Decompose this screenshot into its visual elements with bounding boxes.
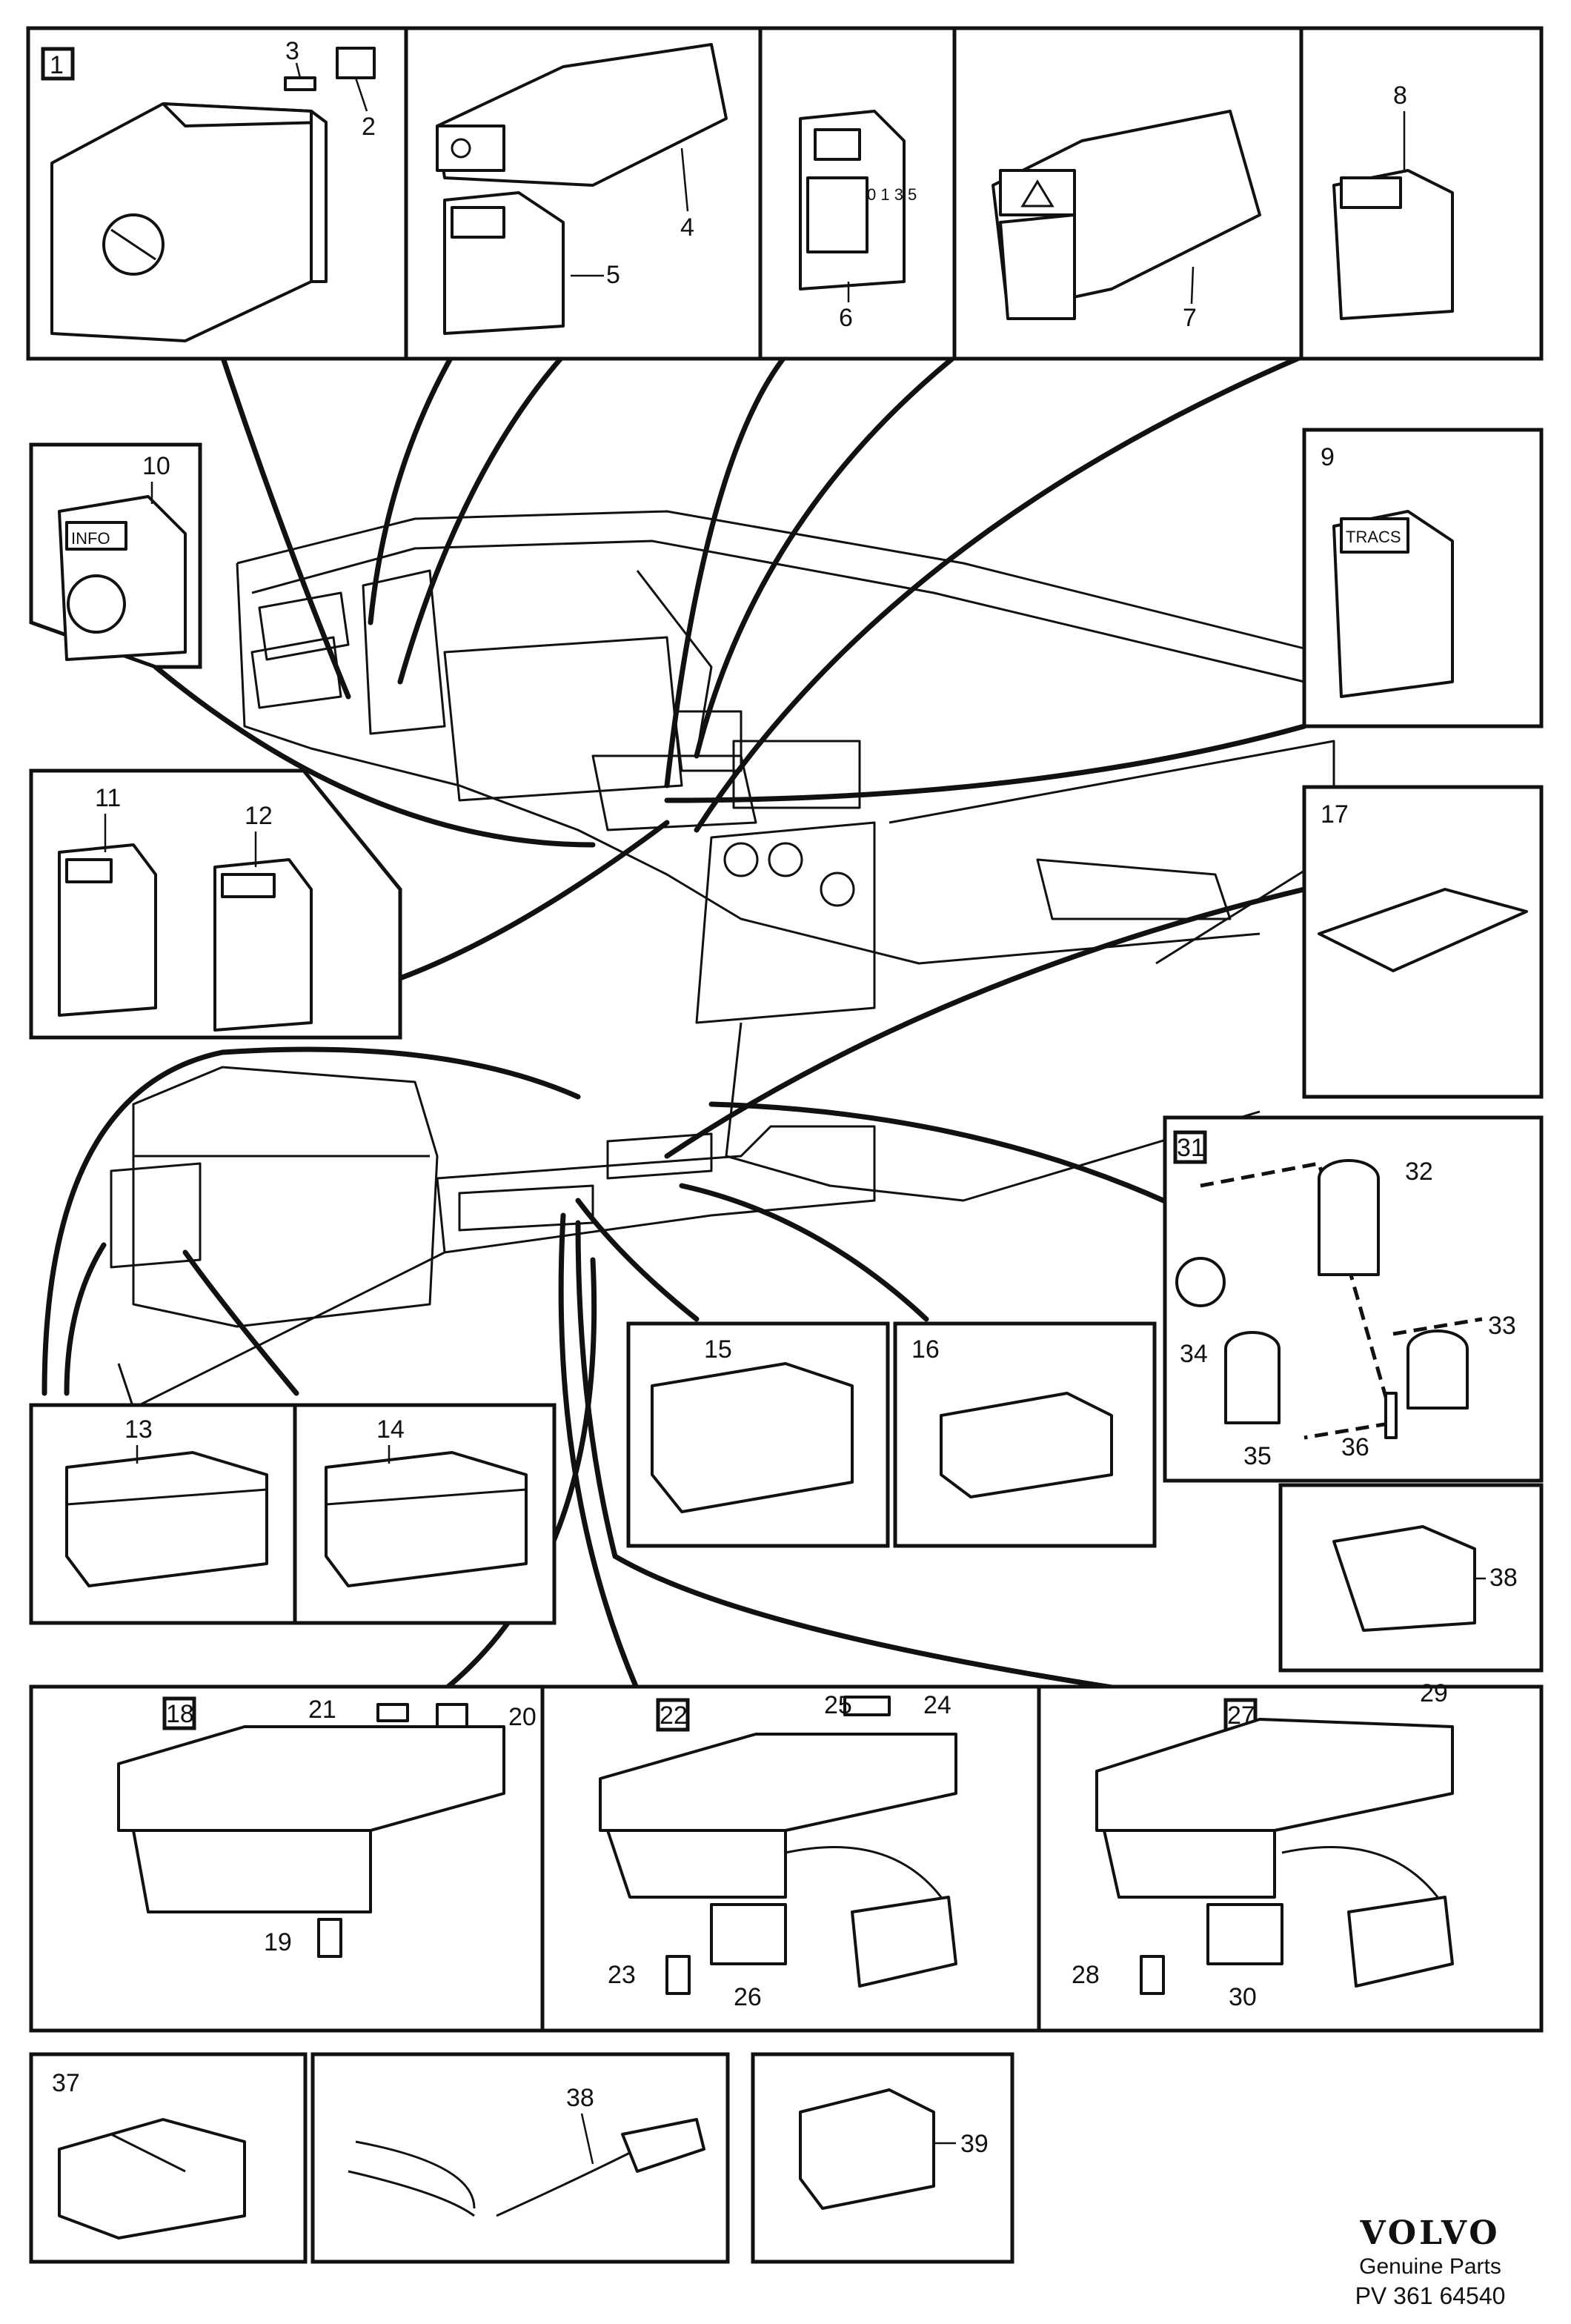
panel-22: 22 25 24 23 26 xyxy=(540,1684,1041,2033)
callout-30: 30 xyxy=(1229,1983,1257,2011)
callout-11: 11 xyxy=(95,784,121,812)
panel-38-right: 38 xyxy=(1278,1483,1544,1673)
callout-29: 29 xyxy=(1420,1679,1448,1707)
box-number-18-label: 18 xyxy=(166,1700,194,1728)
genuine-parts-label: Genuine Parts xyxy=(1359,2254,1501,2279)
volvo-logo: VOLVO xyxy=(1360,2214,1501,2252)
callout-20: 20 xyxy=(508,1703,537,1731)
panel-4-5: 4 5 xyxy=(404,26,763,361)
panel-16: 16 xyxy=(893,1321,1157,1548)
panel-37: 37 xyxy=(29,2052,308,2264)
panel-38-wiring: 38 xyxy=(310,2052,730,2264)
diagram-code: PV 361 64540 xyxy=(1355,2282,1506,2309)
box-number-1 xyxy=(41,47,75,81)
callout-25: 25 xyxy=(824,1691,852,1719)
callout-9: 9 xyxy=(1321,443,1335,471)
panel-7: 7 xyxy=(952,26,1303,361)
box-number-31-label: 31 xyxy=(1177,1134,1205,1162)
callout-34: 34 xyxy=(1180,1340,1208,1368)
panel-13: 13 xyxy=(29,1403,297,1625)
callout-16: 16 xyxy=(911,1335,940,1364)
panel-39: 39 xyxy=(751,2052,1014,2264)
panel-10: INFO 10 xyxy=(29,442,202,669)
callout-32: 32 xyxy=(1405,1158,1433,1186)
panel-9: TRACS 9 xyxy=(1302,428,1544,728)
callout-14: 14 xyxy=(376,1415,405,1444)
panel-15: 15 xyxy=(626,1321,890,1548)
callout-6: 6 xyxy=(839,304,853,332)
callout-10: 10 xyxy=(142,452,170,480)
panel-31-38: 31 32 33 34 35 36 xyxy=(1163,1115,1544,1483)
callout-35: 35 xyxy=(1243,1442,1272,1470)
panel-27: 27 29 28 30 xyxy=(1037,1679,1544,2033)
callout-37: 37 xyxy=(52,2069,80,2097)
callout-17: 17 xyxy=(1321,800,1349,829)
box-number-22-label: 22 xyxy=(660,1702,688,1730)
callout-12: 12 xyxy=(245,802,273,830)
callout-4: 4 xyxy=(680,213,694,242)
callout-28: 28 xyxy=(1072,1961,1100,1989)
callout-24: 24 xyxy=(923,1691,951,1719)
lead-lines xyxy=(41,353,1307,1693)
brand-block: VOLVO Genuine Parts PV 361 64540 xyxy=(1319,2214,1541,2311)
tracs-label: TRACS xyxy=(1346,528,1401,546)
info-label: INFO xyxy=(71,529,110,548)
position-scale: 0 1 3 5 xyxy=(867,185,917,204)
callout-7: 7 xyxy=(1183,304,1197,332)
box-number-1-label: 1 xyxy=(50,51,64,79)
callout-38-wiring: 38 xyxy=(566,2084,594,2112)
callout-15: 15 xyxy=(704,1335,732,1364)
callout-3: 3 xyxy=(285,37,299,65)
panel-14: 14 xyxy=(293,1403,557,1625)
callout-2: 2 xyxy=(362,113,376,141)
box-number-22 xyxy=(656,1698,690,1732)
panel-8: 8 xyxy=(1299,26,1544,361)
callout-5: 5 xyxy=(606,261,620,289)
box-number-18 xyxy=(162,1696,196,1730)
callout-8: 8 xyxy=(1393,82,1407,110)
panel-6: 0 1 3 5 6 xyxy=(758,26,957,361)
callout-38-switch: 38 xyxy=(1489,1564,1518,1592)
light-switch xyxy=(50,102,328,342)
callout-36: 36 xyxy=(1341,1433,1369,1461)
panel-11-12: 11 12 xyxy=(29,768,402,1040)
callout-39: 39 xyxy=(960,2130,989,2158)
panel-1: 1 3 2 xyxy=(26,26,408,361)
callout-33: 33 xyxy=(1488,1312,1516,1340)
callout-23: 23 xyxy=(608,1961,636,1989)
box-number-31 xyxy=(1173,1130,1207,1164)
panel-18: 18 21 20 19 xyxy=(29,1684,545,2033)
callout-26: 26 xyxy=(734,1983,762,2011)
callout-13: 13 xyxy=(124,1415,153,1444)
panel-17: 17 xyxy=(1302,785,1544,1099)
callout-21: 21 xyxy=(308,1696,336,1724)
callout-19: 19 xyxy=(264,1928,292,1956)
